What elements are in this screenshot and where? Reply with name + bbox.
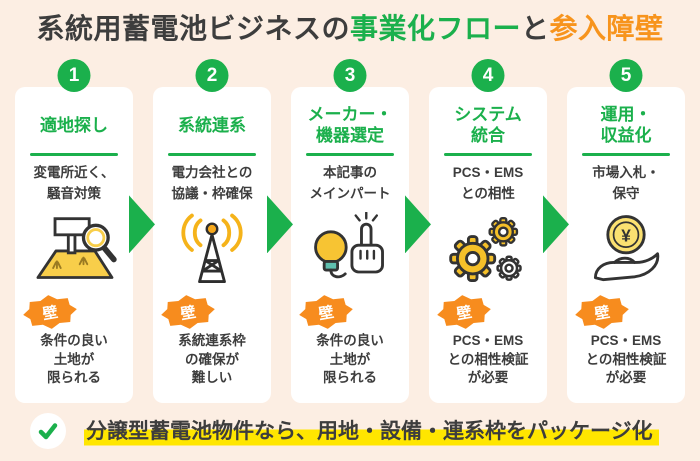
barrier-badge-label: 壁: [317, 303, 336, 324]
flow-arrow-icon: [267, 195, 293, 254]
flow-arrow-icon: [543, 195, 569, 254]
step-number-badge: 4: [471, 59, 505, 93]
flow-arrow-icon: [405, 195, 431, 254]
title-segment-dark: 系統用蓄電池ビジネスの: [36, 13, 350, 44]
coin-hand-icon: ¥: [582, 205, 670, 295]
divider: [168, 153, 256, 157]
step-description: 電力会社との 協議・枠確保: [171, 165, 253, 201]
step-card-3: 3 メーカー・ 機器選定 本記事の メインパート: [291, 59, 409, 406]
step-card-body: 運用・ 収益化 市場入札・ 保守 ¥ 壁 PCS・EMS との相性検証 が必要: [567, 87, 685, 404]
step-title: 適地探し: [40, 115, 108, 135]
step-card-5: 5 運用・ 収益化 市場入札・ 保守 ¥ 壁 PCS・EMS との: [567, 59, 685, 406]
barrier-badge: 壁: [159, 293, 216, 332]
step-number-badge: 2: [195, 59, 229, 93]
barrier-badge: 壁: [297, 293, 354, 332]
step-title: システム 統合: [454, 105, 522, 146]
barrier-badge-label: 壁: [179, 303, 198, 324]
step-title: 系統連系: [178, 115, 246, 135]
gears-icon: [444, 205, 532, 295]
step-description: 変電所近く、 騒音対策: [33, 165, 115, 201]
divider: [306, 153, 394, 157]
barrier-badge: 壁: [573, 293, 630, 332]
barrier-text: PCS・EMS との相性検証 が必要: [585, 333, 667, 385]
step-card-body: 系統連系 電力会社との 協議・枠確保 壁 系統連系枠 の確保が: [153, 87, 271, 404]
barrier-badge: 壁: [21, 293, 78, 332]
title-segment-orange: 参入障壁: [549, 13, 664, 44]
divider: [444, 153, 532, 157]
flow-arrow-icon: [129, 195, 155, 254]
divider: [30, 153, 118, 157]
step-card-4: 4 システム 統合 PCS・EMS との相性: [429, 59, 547, 406]
conclusion-bar: 分譲型蓄電池物件なら、用地・設備・連系枠をパッケージ化: [0, 413, 700, 450]
barrier-text: 条件の良い 土地が 限られる: [316, 333, 384, 385]
page-title: 系統用蓄電池ビジネスの事業化フローと参入障壁: [0, 0, 700, 47]
divider: [582, 153, 670, 157]
title-segment-dark: と: [521, 13, 550, 44]
barrier-text: 系統連系枠 の確保が 難しい: [178, 333, 246, 385]
step-number-badge: 5: [609, 59, 643, 93]
land-search-icon: [30, 205, 118, 295]
step-number-badge: 1: [57, 59, 91, 93]
barrier-text: 条件の良い 土地が 限られる: [40, 333, 108, 385]
antenna-icon: [168, 205, 256, 295]
conclusion-text: 分譲型蓄電池物件なら、用地・設備・連系枠をパッケージ化: [84, 415, 659, 448]
step-card-1: 1 適地探し 変電所近く、 騒音対策: [15, 59, 133, 406]
check-icon: [30, 413, 66, 450]
barrier-badge-label: 壁: [593, 303, 612, 324]
step-title: メーカー・ 機器選定: [307, 105, 393, 146]
burst-shape-icon: [161, 295, 215, 330]
idea-hand-icon: [306, 205, 394, 295]
step-description: PCS・EMS との相性: [452, 165, 524, 201]
step-card-body: 適地探し 変電所近く、 騒音対策 壁: [15, 87, 133, 404]
step-description: 本記事の メインパート: [309, 165, 391, 201]
barrier-badge: 壁: [435, 293, 492, 332]
title-segment-green: 事業化フロー: [349, 13, 521, 44]
step-card-2: 2 系統連系 電力会社との 協議・枠確保 壁: [153, 59, 271, 406]
barrier-text: PCS・EMS との相性検証 が必要: [447, 333, 529, 385]
burst-shape-icon: [23, 295, 77, 330]
step-description: 市場入札・ 保守: [592, 165, 660, 201]
step-card-body: メーカー・ 機器選定 本記事の メインパート 壁: [291, 87, 409, 404]
burst-shape-icon: [575, 295, 629, 330]
barrier-badge-label: 壁: [455, 303, 474, 324]
step-card-body: システム 統合 PCS・EMS との相性: [429, 87, 547, 404]
barrier-badge-label: 壁: [41, 303, 60, 324]
step-title: 運用・ 収益化: [600, 105, 652, 146]
step-number-badge: 3: [333, 59, 367, 93]
svg-text:¥: ¥: [621, 226, 631, 246]
burst-shape-icon: [437, 295, 491, 330]
flow-diagram: 1 適地探し 変電所近く、 騒音対策: [0, 59, 700, 406]
burst-shape-icon: [299, 295, 353, 330]
